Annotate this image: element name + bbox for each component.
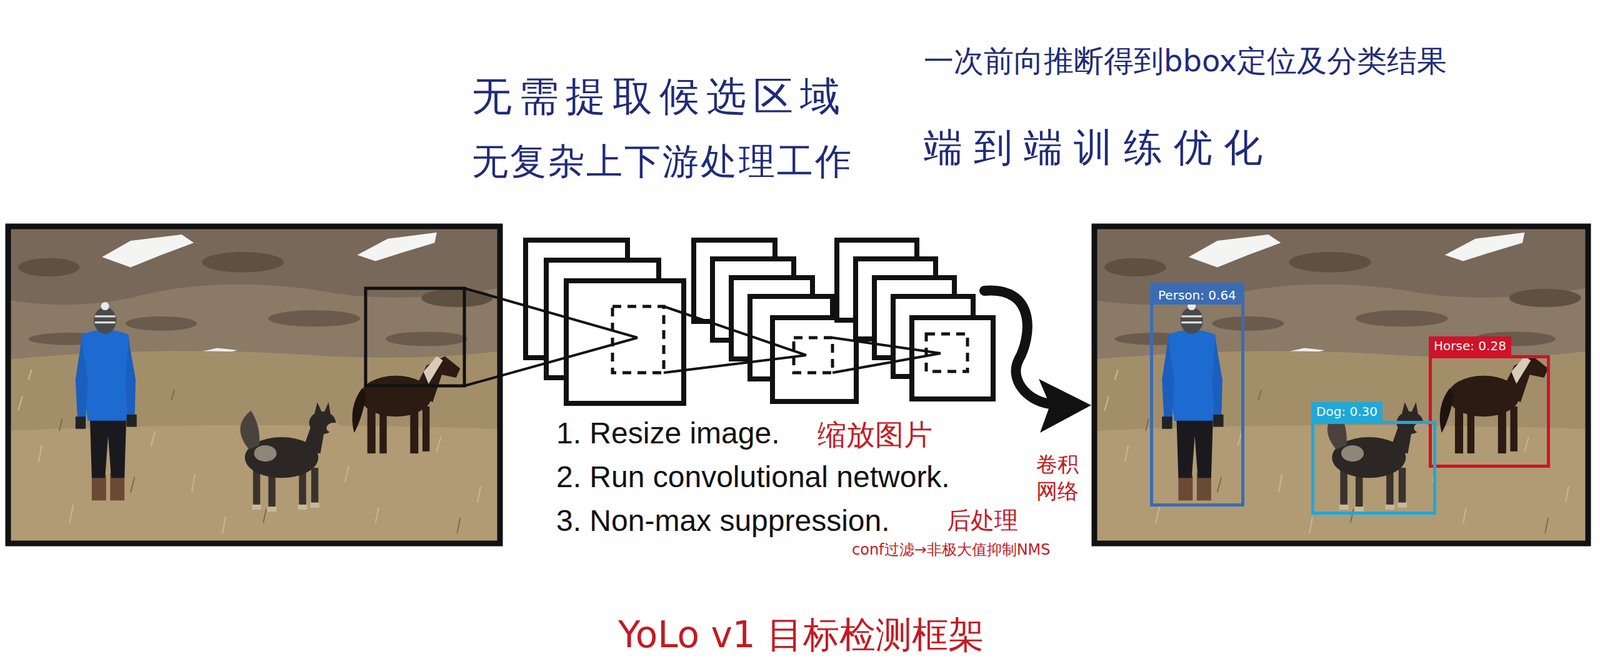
bounding-box: Person: 0.64 (1150, 282, 1245, 507)
output-photo (1094, 226, 1589, 544)
conv-layers (525, 240, 994, 404)
step-text: 1. Resize image. (556, 415, 780, 450)
receptive-field (612, 306, 968, 373)
input-photo (8, 226, 500, 544)
input-photo (8, 226, 500, 544)
step-text: 2. Run convolutional network. (556, 459, 950, 494)
detection-label: Horse: 0.28 (1428, 336, 1512, 355)
bounding-box: Dog: 0.30 (1311, 420, 1437, 515)
conv-layers (772, 317, 857, 402)
projection-lines (832, 337, 941, 373)
detection-label: Dog: 0.30 (1311, 401, 1383, 421)
projection-lines (663, 306, 807, 373)
detection-label: Person: 0.64 (1153, 285, 1242, 305)
conv-layers (911, 317, 994, 399)
annotation: 缩放图片 (817, 418, 933, 452)
flow-arrow (984, 290, 1092, 433)
handwritten-note: 端到端训练优化 (923, 125, 1274, 170)
annotation: 卷积 网络 (1036, 450, 1085, 504)
receptive-field (612, 306, 664, 373)
bounding-box: Horse: 0.28 (1428, 355, 1550, 468)
step-text: 3. Non-max suppression. (556, 503, 890, 538)
input-photo (365, 288, 465, 386)
annotation: conf过滤→非极大值抑制NMS (851, 541, 1051, 559)
output-photo (1094, 226, 1589, 544)
handwritten-note: 无复杂上下游处理工作 (471, 140, 854, 183)
projection-lines (464, 288, 638, 386)
flow-arrow (1038, 378, 1092, 433)
diagram-caption: YoLo v1 目标检测框架 (618, 613, 985, 656)
flow-arrow (984, 290, 1050, 404)
handwritten-note: 无需提取候选区域 (471, 73, 847, 120)
output-photo (1094, 226, 1589, 544)
handwritten-note: 一次前向推断得到bbox定位及分类结果 (923, 43, 1447, 79)
annotation: 后处理 (946, 506, 1019, 535)
projection-lines (464, 288, 941, 386)
input-photo (8, 226, 500, 544)
